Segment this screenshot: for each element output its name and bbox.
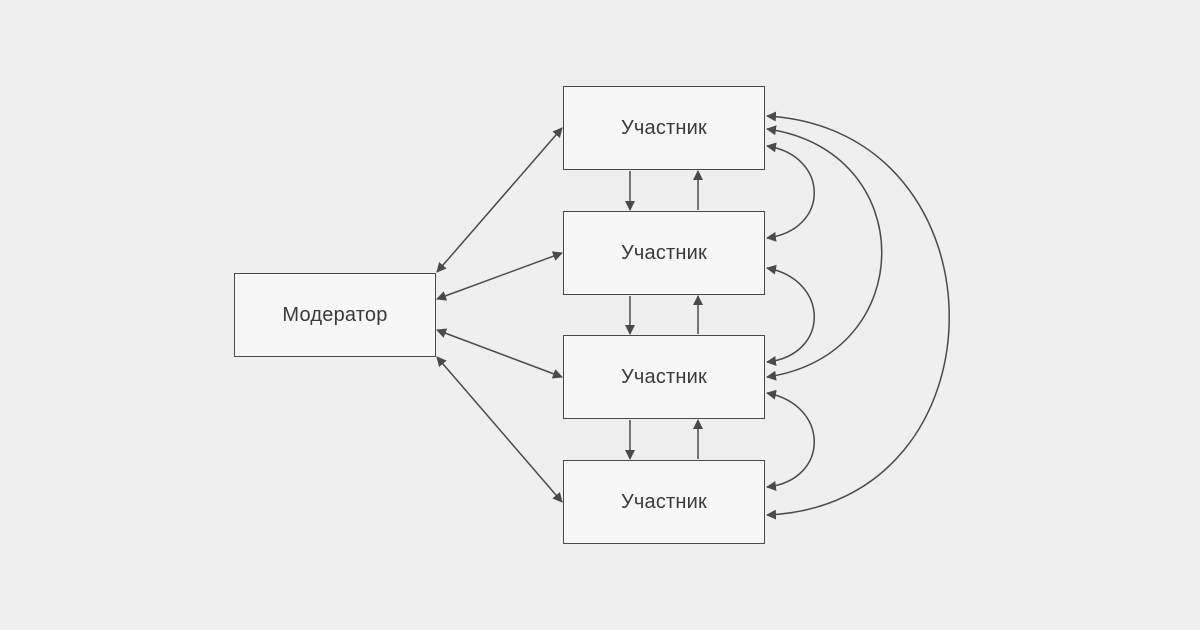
- participant-box-2: Участник: [563, 211, 765, 295]
- arc-p1-p4: [766, 111, 950, 520]
- participant-label: Участник: [621, 241, 707, 264]
- participant-box-1: Участник: [563, 86, 765, 170]
- moderator-box: Модератор: [234, 273, 436, 357]
- arc-p1-p2: [766, 142, 815, 242]
- participant-label: Участник: [621, 490, 707, 513]
- participant-label: Участник: [621, 365, 707, 388]
- moderator-label: Модератор: [282, 303, 388, 326]
- arc-p1-p3: [766, 125, 883, 381]
- link-moderator-participant-4: [436, 356, 563, 503]
- arc-p2-p3: [766, 264, 815, 366]
- link-moderator-participant-2: [436, 251, 563, 301]
- arc-p3-p4: [766, 389, 815, 491]
- link-moderator-participant-3: [436, 328, 563, 379]
- link-moderator-participant-1: [436, 127, 563, 273]
- participant-label: Участник: [621, 116, 707, 139]
- participant-box-4: Участник: [563, 460, 765, 544]
- participant-box-3: Участник: [563, 335, 765, 419]
